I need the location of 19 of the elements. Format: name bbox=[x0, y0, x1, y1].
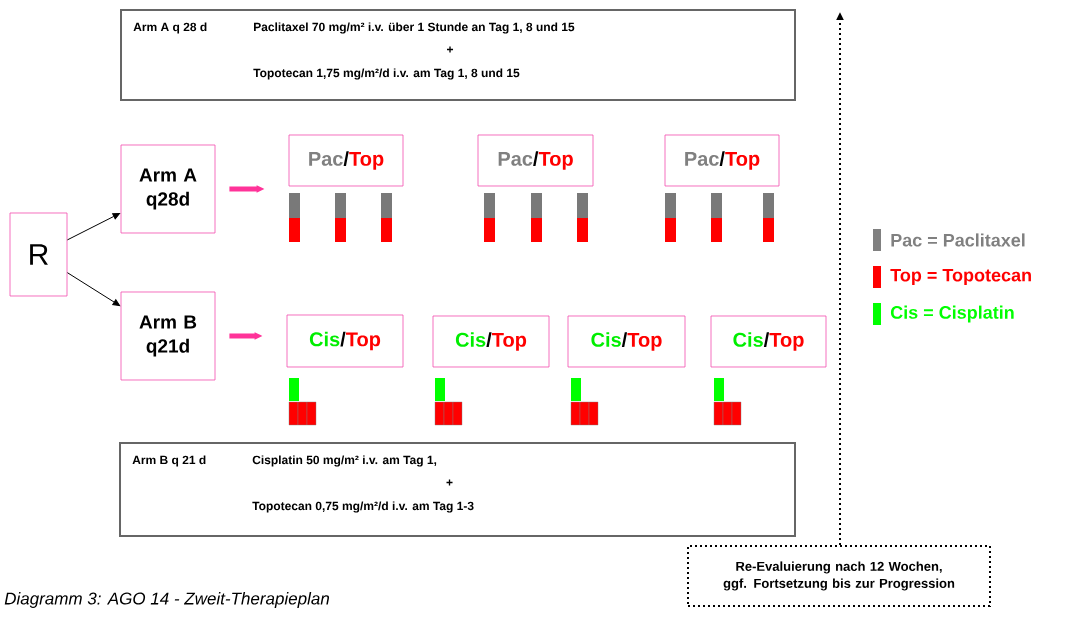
cycle-box: Cis/Top bbox=[567, 315, 686, 368]
legend-label: Top = Topotecan bbox=[890, 268, 1031, 286]
cycle-box: Cis/Top bbox=[286, 314, 404, 368]
note-box: Re-Evaluierung nach 12 Wochen, ggf. Fortsetzung bis zur Progression bbox=[687, 545, 991, 607]
randomization-box: R bbox=[9, 212, 68, 297]
cycle-box: Pac/Top bbox=[664, 134, 780, 187]
arrow bbox=[66, 213, 120, 241]
cycle-box: Cis/Top bbox=[432, 315, 550, 368]
arm-box: Arm A q28d bbox=[120, 144, 216, 234]
cycle-box: Cis/Top bbox=[710, 315, 827, 368]
legend-label: Cis = Cisplatin bbox=[890, 305, 1014, 323]
regimen-box: Arm A q 28 d Paclitaxel 70 mg/m² i.v. über 1 Stunde an Tag 1, 8 und 15 + Topotecan 1,75 mg/m²/d i.v. am Tag 1, 8 und 15 bbox=[120, 9, 796, 101]
cycle-box: Pac/Top bbox=[288, 134, 404, 187]
caption: Diagramm 3: AGO 14 - Zweit-Therapieplan bbox=[4, 592, 329, 608]
cycle-box: Pac/Top bbox=[477, 134, 594, 187]
arrow bbox=[66, 272, 121, 306]
legend-label: Pac = Paclitaxel bbox=[891, 233, 1025, 247]
regimen-box: Arm B q 21 d Cisplatin 50 mg/m² i.v. am Tag 1, + Topotecan 0,75 mg/m²/d i.v. am Tag 1-3 bbox=[119, 442, 796, 537]
arm-box: Arm B q21d bbox=[120, 291, 216, 381]
